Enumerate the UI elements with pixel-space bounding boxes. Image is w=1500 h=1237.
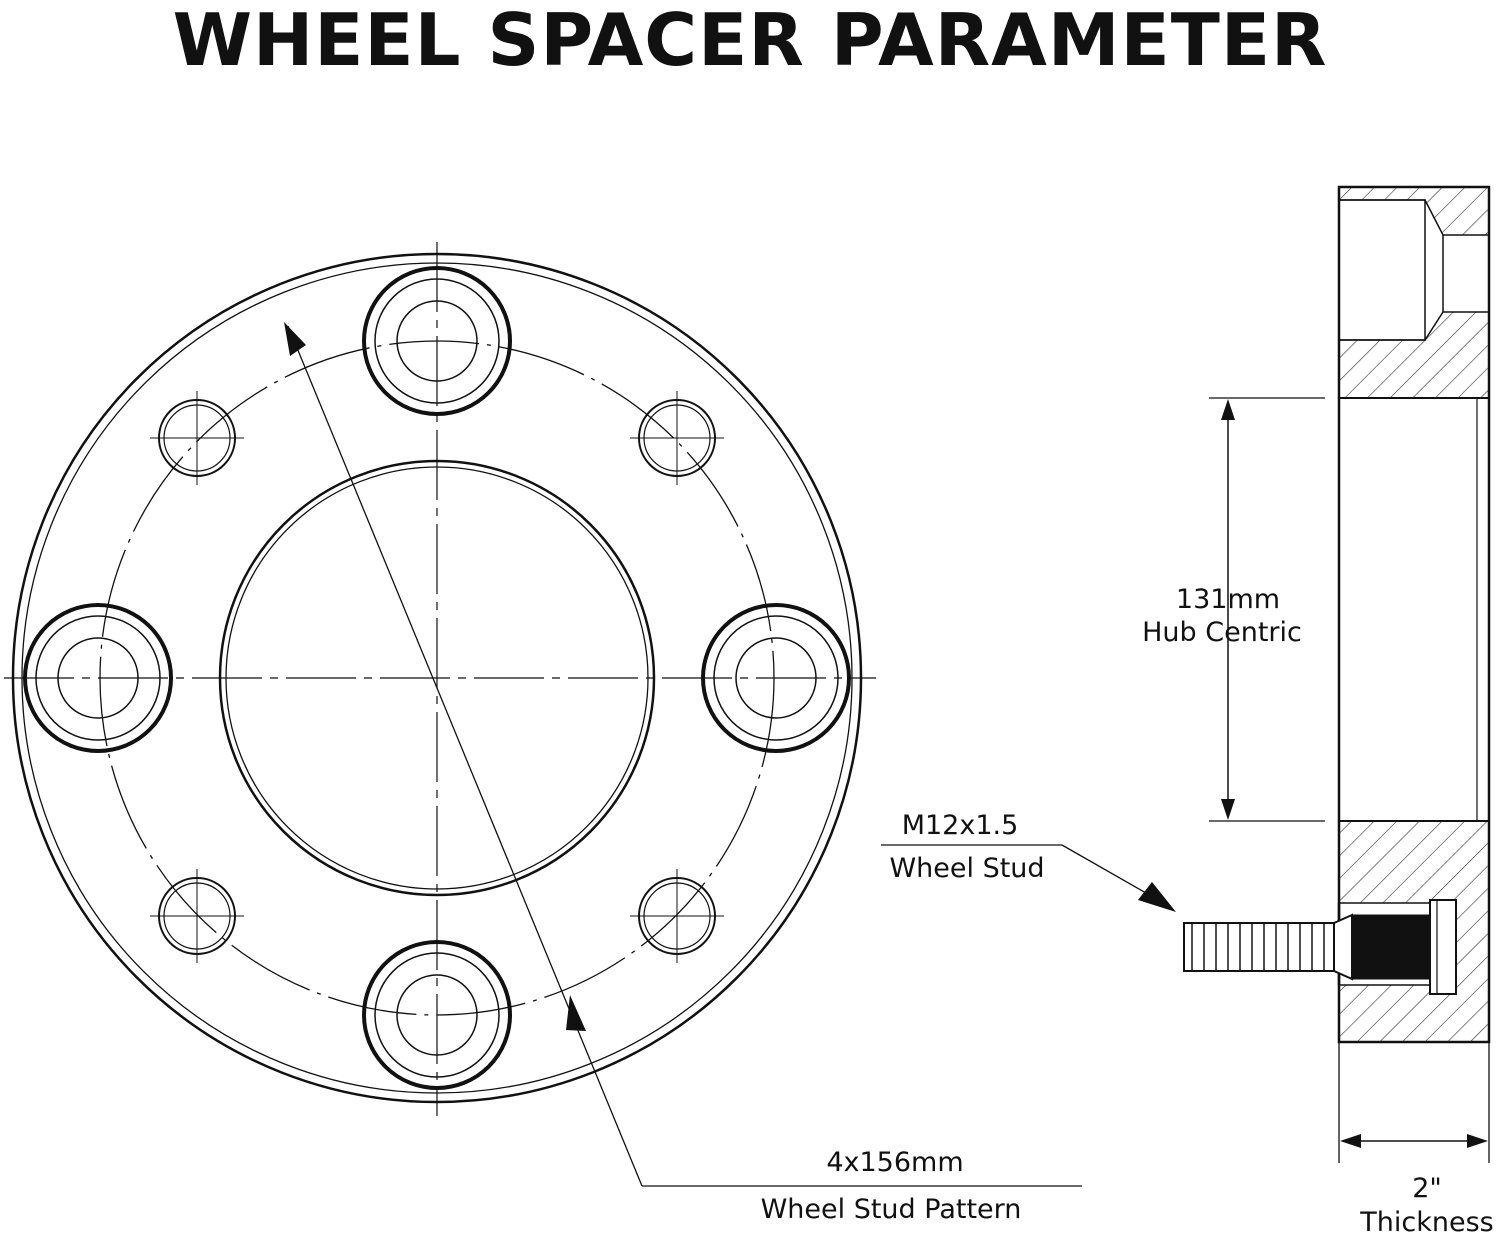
pattern-name-label: Wheel Stud Pattern (761, 1194, 1022, 1225)
front-view (4, 242, 1082, 1187)
small-hole-top-right (630, 391, 724, 485)
diagram-title: WHEEL SPACER PARAMETER (172, 0, 1328, 82)
stud-hole-top (362, 266, 512, 416)
stud-hole-bottom (362, 940, 512, 1090)
small-hole-bottom-right (630, 869, 724, 963)
thickness-value-label: 2" (1412, 1173, 1442, 1204)
side-view (881, 185, 1491, 1163)
thickness-name-label: Thickness (1359, 1207, 1493, 1237)
pattern-dimension-line (287, 325, 643, 1187)
pattern-value-label: 4x156mm (826, 1147, 963, 1178)
hub-name-label: Hub Centric (1142, 617, 1302, 648)
top-section-hatch (1338, 186, 1490, 399)
wheel-stud (1183, 899, 1457, 995)
pattern-arrow-bottom (566, 995, 586, 1031)
stud-hole-right (701, 603, 851, 753)
small-hole-top-left (150, 391, 244, 485)
stud-name-label: Wheel Stud (889, 853, 1044, 884)
pattern-arrow-top (284, 322, 306, 356)
stud-value-label: M12x1.5 (902, 810, 1019, 841)
stud-hole-left (23, 603, 173, 753)
hub-value-label: 131mm (1176, 584, 1280, 615)
small-hole-bottom-left (150, 869, 244, 963)
stud-arrow (1138, 882, 1176, 912)
stud-leader-line (1061, 844, 1161, 902)
